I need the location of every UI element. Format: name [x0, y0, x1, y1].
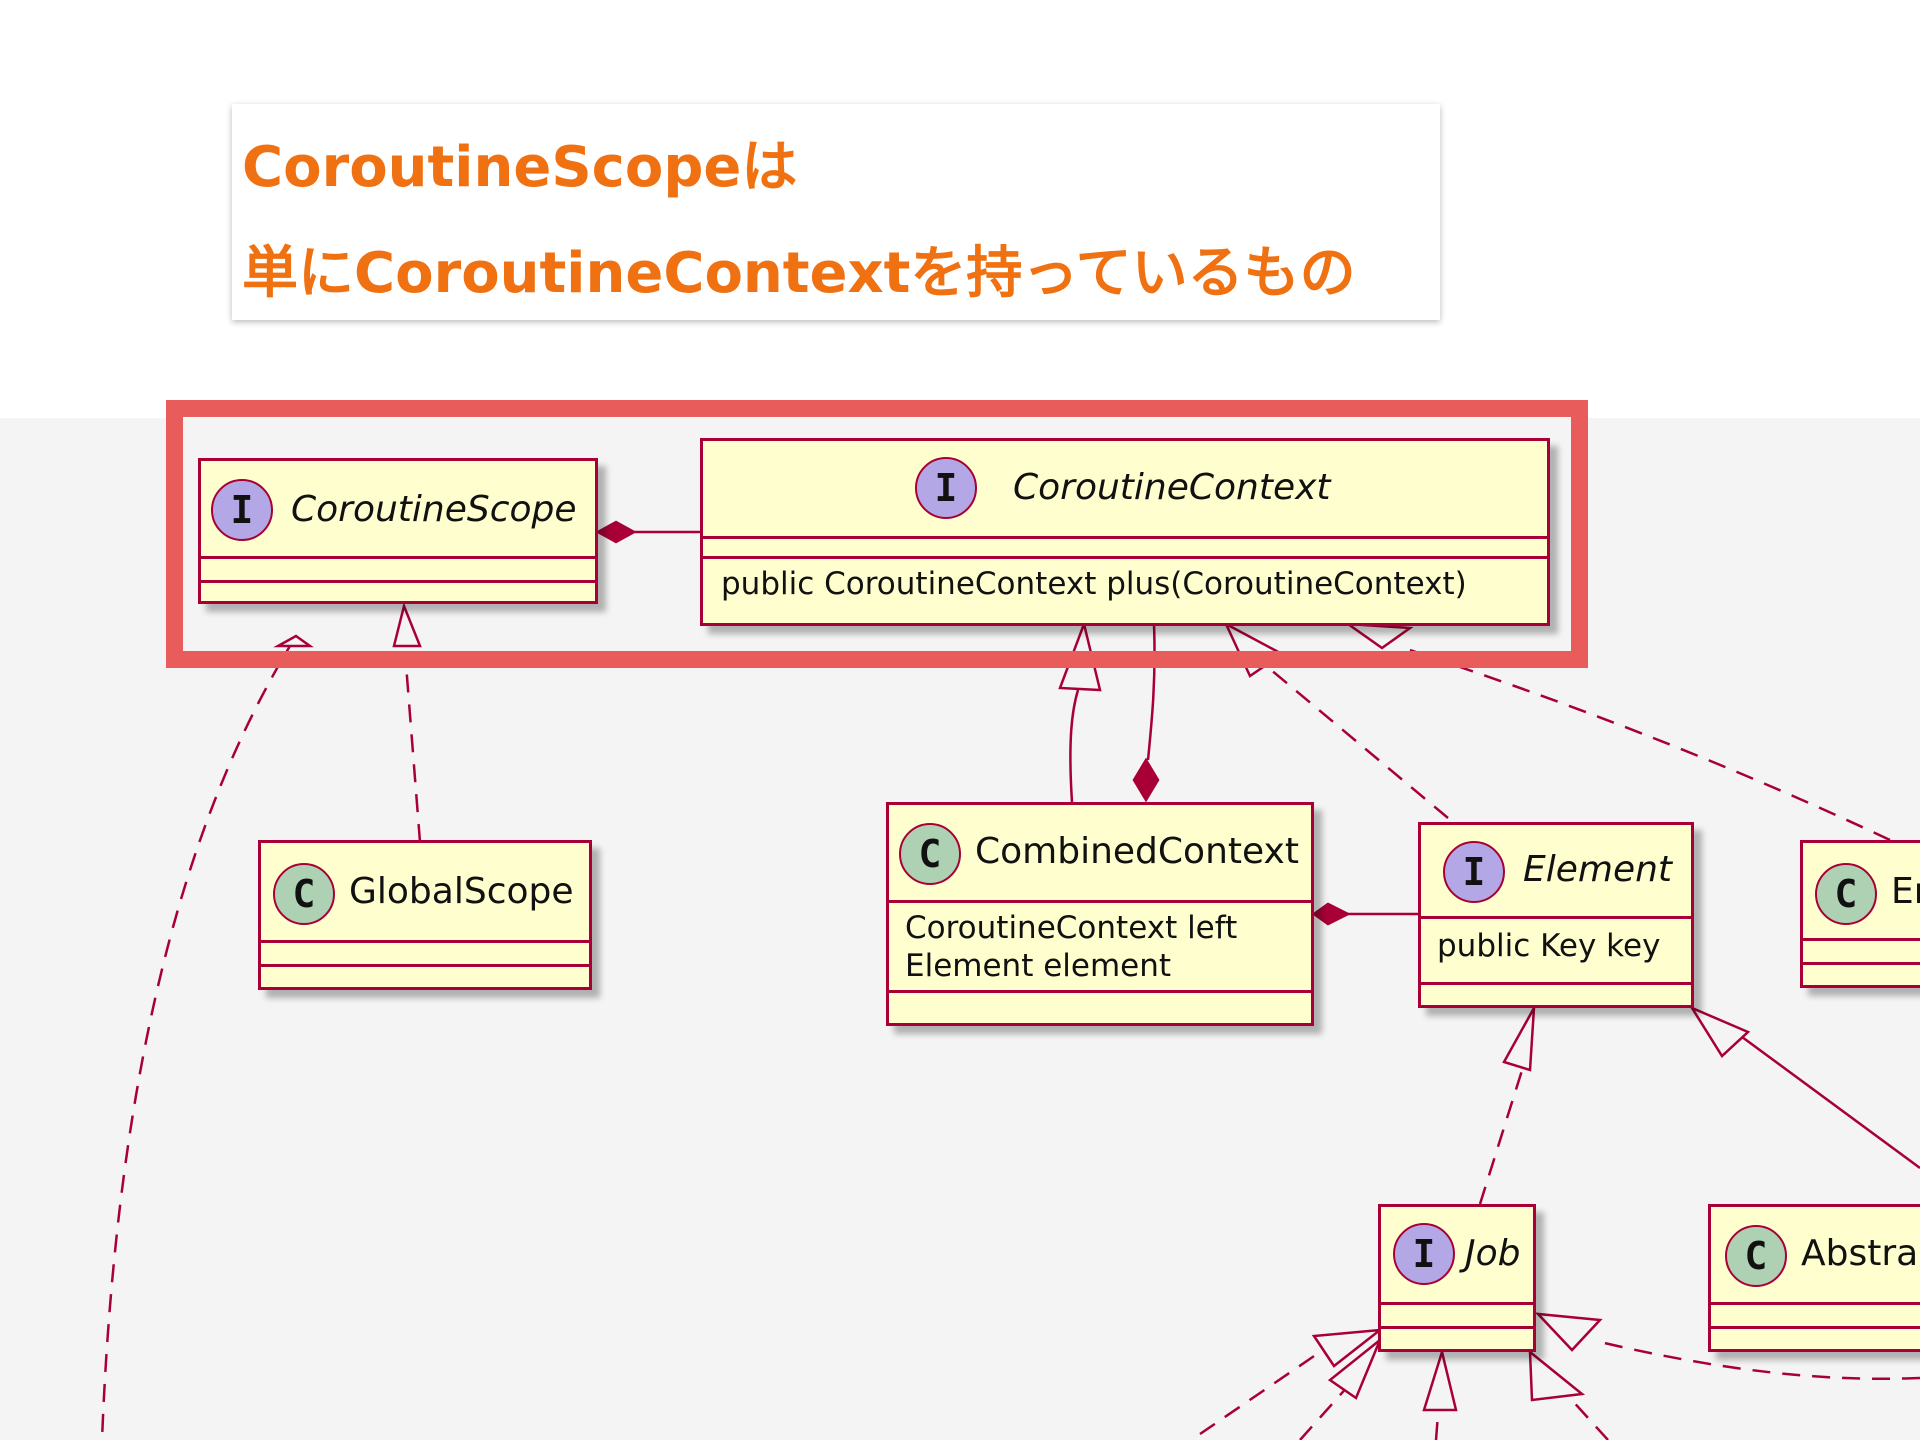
job-sub-line-2	[1299, 1365, 1367, 1440]
composition-diamond-element	[1311, 902, 1351, 926]
class-element-name: Element	[1523, 849, 1673, 890]
class-globalscope: C GlobalScope	[258, 840, 592, 990]
arrowhead-scope-2	[392, 601, 422, 648]
field-left: CoroutineContext left	[905, 910, 1238, 946]
class-abstract-cut: C Abstra	[1708, 1204, 1920, 1352]
class-badge: C	[1815, 863, 1877, 925]
arrowhead-job-1	[1311, 1328, 1385, 1368]
class-badge: C	[273, 863, 335, 925]
class-job-fields	[1381, 1305, 1533, 1329]
class-coroutinescope-name: CoroutineScope	[291, 489, 577, 530]
class-globalscope-fields	[261, 943, 589, 967]
class-element: I Element public Key key	[1418, 822, 1694, 1008]
method-plus: public CoroutineContext plus(CoroutineCo…	[721, 566, 1467, 602]
combined-generalization-line	[1069, 689, 1080, 803]
element-realization-line	[1263, 663, 1449, 819]
class-coroutinescope-header: I CoroutineScope	[201, 461, 595, 559]
arrowhead-element-job	[1502, 1007, 1536, 1072]
interface-badge: I	[1393, 1223, 1455, 1285]
class-combinedcontext-name: CombinedContext	[975, 831, 1299, 872]
title-line-2: 単にCoroutineContextを持っているもの	[242, 241, 1356, 306]
interface-badge: I	[211, 479, 273, 541]
class-element-fields: public Key key	[1421, 919, 1691, 985]
arrowhead-job-5	[1534, 1312, 1603, 1352]
class-job-name: Job	[1465, 1233, 1521, 1274]
arrowhead-job-3	[1422, 1347, 1458, 1412]
class-empty-cut: C Er	[1800, 840, 1920, 988]
arrowhead-element-abstract	[1688, 1005, 1751, 1058]
job-sub-line-4	[1569, 1397, 1609, 1440]
field-element: Element element	[905, 948, 1172, 984]
field-key: public Key key	[1437, 928, 1661, 964]
class-abstract-cut-fields	[1711, 1305, 1920, 1329]
class-globalscope-name: GlobalScope	[349, 871, 574, 912]
job-realization-line	[1478, 1063, 1526, 1205]
class-coroutinecontext-methods: public CoroutineContext plus(CoroutineCo…	[703, 559, 1547, 603]
class-combinedcontext-header: C CombinedContext	[889, 805, 1311, 903]
class-job-header: I Job	[1381, 1207, 1533, 1305]
abstract-generalization-line	[1737, 1032, 1920, 1170]
class-coroutinescope: I CoroutineScope	[198, 458, 598, 604]
class-abstract-cut-name: Abstra	[1801, 1233, 1919, 1274]
highlight-rectangle	[166, 400, 1588, 668]
class-job: I Job	[1378, 1204, 1536, 1352]
class-combinedcontext: C CombinedContext CoroutineContext left …	[886, 802, 1314, 1026]
scope-realization-line-1	[100, 635, 298, 1440]
arrowhead-job-2	[1327, 1339, 1382, 1400]
composition-diamond-scope	[595, 520, 637, 544]
class-abstract-cut-header: C Abstra	[1711, 1207, 1920, 1305]
arrowhead-job-4	[1528, 1349, 1586, 1402]
class-empty-cut-name: Er	[1891, 871, 1920, 912]
class-coroutinecontext-name: CoroutineContext	[1013, 467, 1331, 508]
arrowhead-scope-1	[273, 634, 314, 648]
empty-realization-line	[1409, 648, 1891, 842]
arrowhead-context-empty	[1343, 622, 1414, 650]
class-coroutinecontext: I CoroutineContext public CoroutineConte…	[700, 438, 1550, 626]
class-combinedcontext-fields: CoroutineContext left Element element	[889, 903, 1311, 993]
class-badge: C	[1725, 1225, 1787, 1287]
class-globalscope-header: C GlobalScope	[261, 843, 589, 943]
class-element-header: I Element	[1421, 825, 1691, 919]
class-empty-cut-fields	[1803, 941, 1920, 965]
class-coroutinescope-fields	[201, 559, 595, 583]
class-badge: C	[899, 823, 961, 885]
composition-diamond-combined	[1132, 757, 1160, 803]
class-coroutinecontext-fields	[703, 539, 1547, 559]
globalscope-realization-line	[404, 663, 422, 843]
class-empty-cut-header: C Er	[1803, 843, 1920, 941]
job-sub-line-1	[1199, 1350, 1321, 1436]
job-sub-line-5	[1599, 1340, 1920, 1380]
title-line-1: CoroutineScopeは	[242, 135, 798, 200]
class-coroutinecontext-header: I CoroutineContext	[703, 441, 1547, 539]
title-callout: CoroutineScopeは 単にCoroutineContextを持っている…	[232, 104, 1440, 320]
interface-badge: I	[915, 457, 977, 519]
combined-composition-line	[1146, 623, 1156, 761]
interface-badge: I	[1443, 841, 1505, 903]
